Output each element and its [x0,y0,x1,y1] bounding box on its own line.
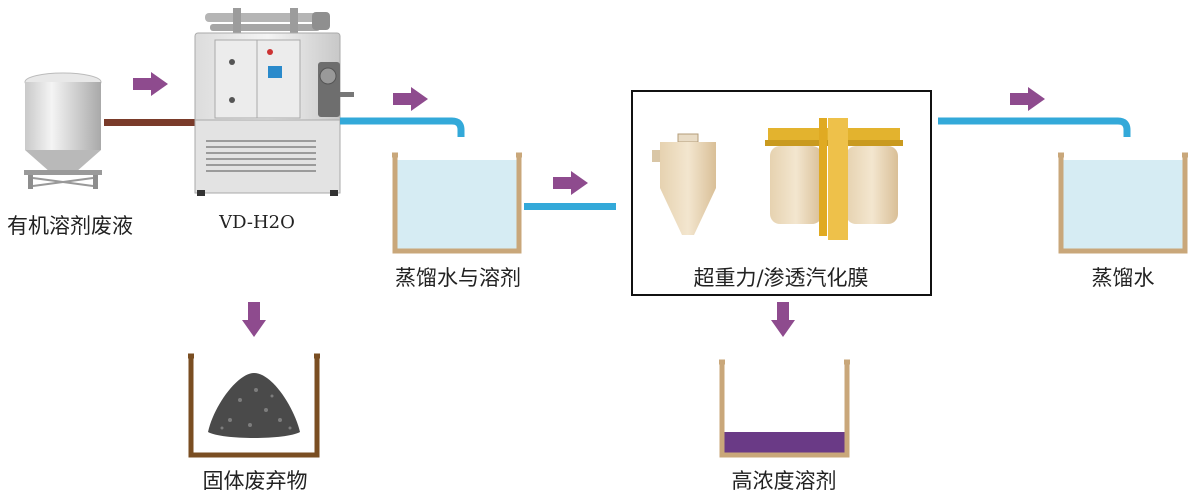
pervaporation-unit [765,118,903,240]
label-machine: VD-H2O [219,212,295,233]
flow-arrow-down-2 [771,302,795,337]
water-tank [1058,152,1188,254]
label-solid-waste: 固体废弃物 [202,469,308,493]
hypergravity-unit [652,133,716,235]
solid-waste-bin [188,353,320,458]
label-membrane: 超重力/渗透汽化膜 [693,266,869,290]
blue-pipe-3 [938,117,1131,137]
concentrated-solvent-bin [719,359,850,458]
blue-pipe-1 [340,117,465,137]
flow-arrow-4 [1010,87,1045,111]
label-distillate-solvent: 蒸馏水与溶剂 [395,266,521,290]
flow-arrow-2 [393,87,428,111]
distillate-tank [392,152,522,254]
label-waste-liquid: 有机溶剂废液 [7,214,133,238]
flow-arrow-1 [133,72,168,96]
brown-pipe [104,119,196,126]
flow-arrow-down-1 [242,302,266,337]
vd-h2o-machine [194,8,354,196]
label-water: 蒸馏水 [1091,266,1155,290]
flow-arrow-3 [553,171,588,195]
label-concentrated-solvent: 高浓度溶剂 [731,469,837,493]
blue-pipe-2 [524,203,616,210]
waste-liquid-tank [24,72,102,189]
